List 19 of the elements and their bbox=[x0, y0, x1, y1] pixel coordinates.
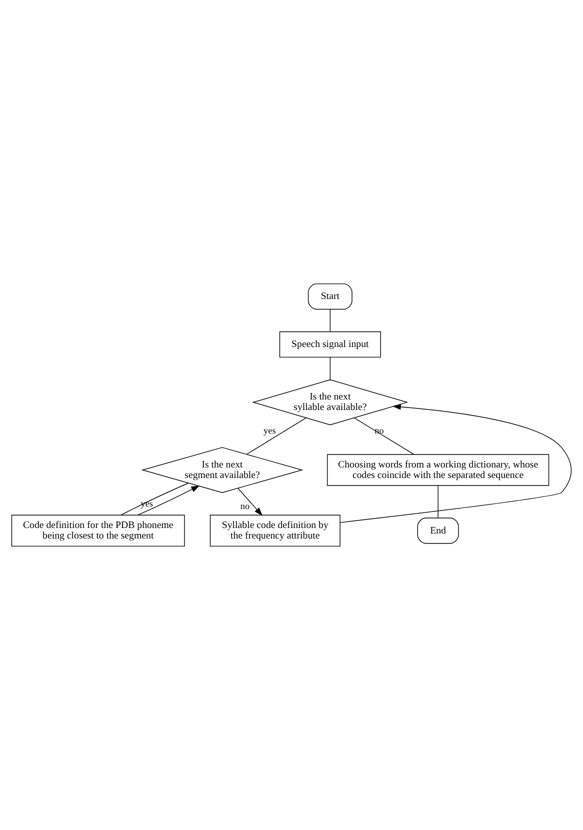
edge-label: no bbox=[374, 426, 384, 436]
node-box: Start bbox=[308, 283, 352, 310]
edge-label: no bbox=[240, 501, 250, 512]
node-box: Speech signal input bbox=[279, 331, 381, 358]
arrow bbox=[237, 488, 263, 516]
arrow bbox=[340, 404, 572, 523]
arrow bbox=[137, 485, 200, 516]
node-diamond: Is the next syllable available? bbox=[252, 379, 408, 426]
node-box: End bbox=[417, 518, 459, 544]
connector bbox=[246, 418, 306, 455]
connector bbox=[330, 357, 331, 380]
edge-label: yes bbox=[264, 426, 276, 436]
node-box: Choosing words from a working dictionary, whose codes coincide with the separated sequence bbox=[326, 454, 550, 486]
edge-label: yes bbox=[140, 498, 154, 508]
node-box: Syllable code definition by the frequency attribute bbox=[210, 514, 340, 547]
node-box: Code definition for the PDB phoneme being closest to the segment bbox=[11, 514, 185, 547]
connector bbox=[354, 418, 414, 455]
connector bbox=[120, 482, 189, 516]
connector bbox=[330, 309, 331, 332]
